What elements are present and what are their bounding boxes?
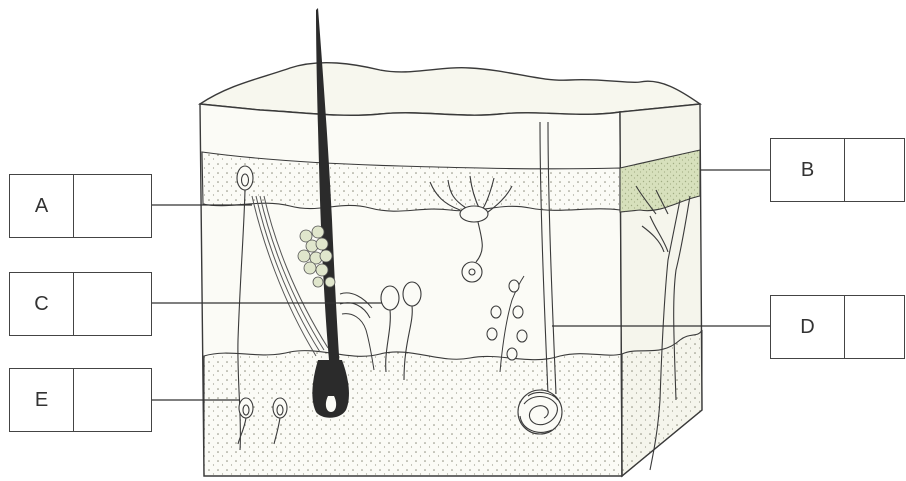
- label-letter-a: A: [10, 175, 74, 237]
- answer-field-a[interactable]: [74, 175, 151, 237]
- label-letter-e: E: [10, 369, 74, 431]
- label-box-a: A: [9, 174, 152, 238]
- label-letter-b: B: [771, 139, 845, 201]
- answer-field-b[interactable]: [845, 139, 904, 201]
- answer-field-e[interactable]: [74, 369, 151, 431]
- skin-top-surface: [200, 63, 700, 116]
- label-letter-c: C: [10, 273, 74, 335]
- label-box-d: D: [770, 295, 905, 359]
- answer-field-d[interactable]: [845, 296, 904, 358]
- label-box-b: B: [770, 138, 905, 202]
- answer-field-c[interactable]: [74, 273, 151, 335]
- label-box-e: E: [9, 368, 152, 432]
- label-letter-d: D: [771, 296, 845, 358]
- label-box-c: C: [9, 272, 152, 336]
